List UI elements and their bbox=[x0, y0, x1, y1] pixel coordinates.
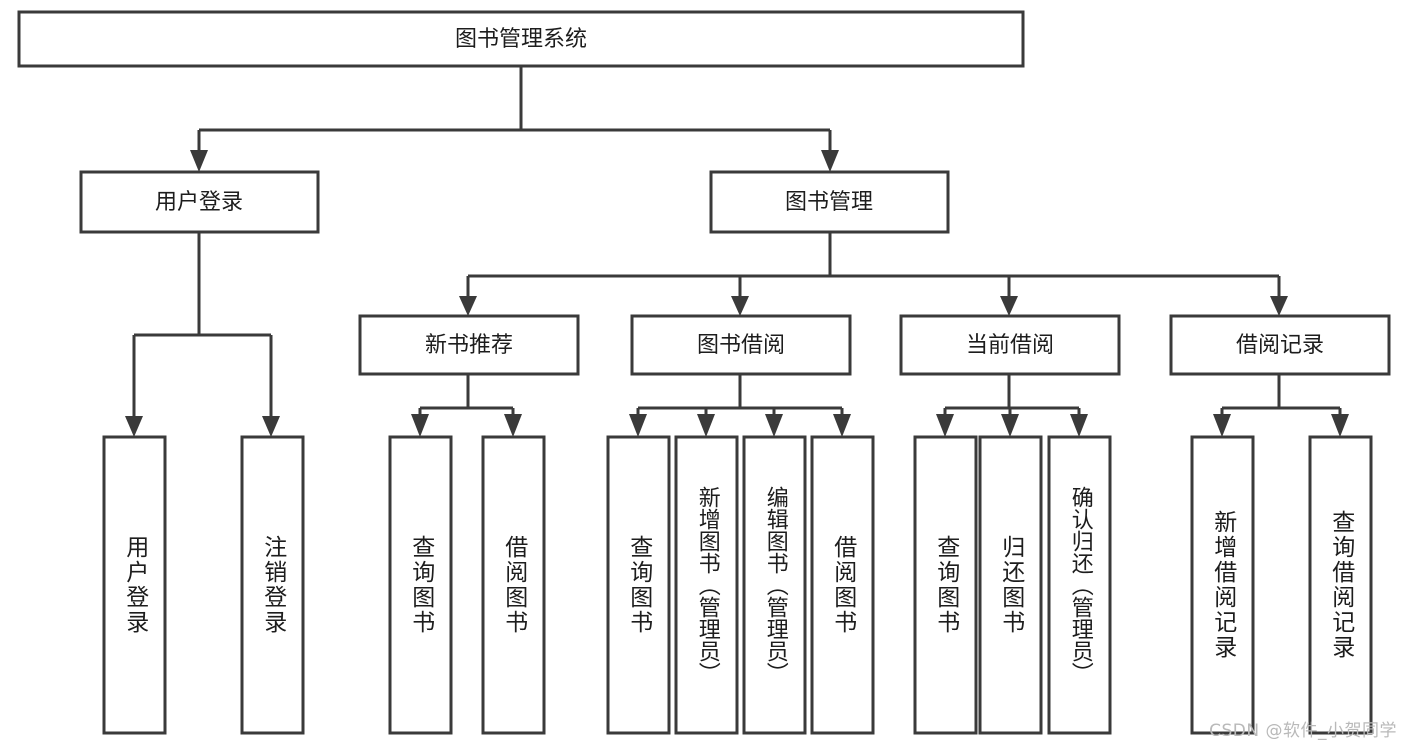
arrow-head-bb-leaf1 bbox=[629, 414, 647, 437]
leaf-new-book-query[interactable]: 查询图书 bbox=[388, 435, 453, 735]
arrow-head-borrow-record bbox=[1270, 296, 1288, 316]
arrow-head-bb-leaf3 bbox=[765, 414, 783, 437]
leaf-box-current-borrow-return bbox=[978, 435, 1043, 735]
node-box-new-book-recommend bbox=[358, 314, 580, 376]
leaf-box-book-borrow-add bbox=[674, 435, 739, 735]
arrow-head-cb-leaf3 bbox=[1070, 414, 1088, 437]
leaf-label-user-login-logout: 注销登录 bbox=[259, 535, 286, 635]
leaf-borrow-record-add[interactable]: 新增借阅记录 bbox=[1190, 435, 1255, 735]
leaf-user-login-login[interactable]: 用户登录 bbox=[102, 435, 167, 735]
leaf-label-new-book-borrow: 借阅图书 bbox=[500, 535, 527, 635]
node-root-book-management-system[interactable]: 图书管理系统 bbox=[17, 10, 1025, 68]
leaf-label-current-borrow-confirm: 确认归还（管理员） bbox=[1067, 486, 1093, 684]
leaf-text-wrap-6: 新增图书（管理员） bbox=[694, 486, 720, 684]
leaf-box-user-login-logout bbox=[240, 435, 305, 735]
leaf-book-borrow-add[interactable]: 新增图书（管理员） bbox=[674, 435, 739, 735]
leaf-book-borrow-query[interactable]: 查询图书 bbox=[606, 435, 671, 735]
leaf-label-book-borrow-add: 新增图书（管理员） bbox=[694, 486, 720, 684]
node-label-user-login: 用户登录 bbox=[155, 190, 243, 215]
leaf-borrow-record-query[interactable]: 查询借阅记录 bbox=[1308, 435, 1373, 735]
leaf-current-borrow-confirm[interactable]: 确认归还（管理员） bbox=[1047, 435, 1112, 735]
arrow-head-cb-leaf2 bbox=[1001, 414, 1019, 437]
node-book-management[interactable]: 图书管理 bbox=[709, 170, 950, 234]
leaf-text-wrap-10: 归还图书 bbox=[997, 535, 1024, 635]
leaf-book-borrow-borrow[interactable]: 借阅图书 bbox=[810, 435, 875, 735]
node-new-book-recommend[interactable]: 新书推荐 bbox=[358, 314, 580, 376]
leaf-box-borrow-record-add bbox=[1190, 435, 1255, 735]
arrow-head-bb-leaf4 bbox=[833, 414, 851, 437]
leaf-box-book-borrow-borrow bbox=[810, 435, 875, 735]
node-user-login[interactable]: 用户登录 bbox=[79, 170, 320, 234]
leaf-label-current-borrow-return: 归还图书 bbox=[997, 535, 1024, 635]
leaf-text-wrap-9: 查询图书 bbox=[932, 535, 959, 635]
arrow-head-nb-leaf2 bbox=[504, 414, 522, 437]
arrow-head-br-leaf1 bbox=[1213, 414, 1231, 437]
node-box-current-borrow bbox=[899, 314, 1121, 376]
node-label-root: 图书管理系统 bbox=[455, 27, 587, 52]
leaf-new-book-borrow[interactable]: 借阅图书 bbox=[481, 435, 546, 735]
arrow-head-bb-leaf2 bbox=[697, 414, 715, 437]
arrow-head-current-borrow bbox=[1000, 296, 1018, 316]
leaf-text-wrap-11: 确认归还（管理员） bbox=[1067, 486, 1093, 684]
leaf-text-wrap-3: 查询图书 bbox=[407, 535, 434, 635]
leaf-box-book-borrow-edit bbox=[742, 435, 807, 735]
arrow-head-leaf-logout bbox=[262, 416, 280, 437]
node-borrow-record[interactable]: 借阅记录 bbox=[1169, 314, 1391, 376]
arrow-head-leaf-user-login bbox=[125, 416, 143, 437]
watermark: CSDN @软件_小贺同学 bbox=[1209, 721, 1397, 741]
arrow-head-book-manage bbox=[821, 150, 839, 172]
node-box-root bbox=[17, 10, 1025, 68]
leaf-label-borrow-record-query: 查询借阅记录 bbox=[1327, 510, 1354, 660]
leaf-box-borrow-record-query bbox=[1308, 435, 1373, 735]
leaf-label-current-borrow-query: 查询图书 bbox=[932, 535, 959, 635]
leaf-label-book-borrow-query: 查询图书 bbox=[625, 535, 652, 635]
node-current-borrow[interactable]: 当前借阅 bbox=[899, 314, 1121, 376]
leaf-label-book-borrow-borrow: 借阅图书 bbox=[829, 535, 856, 635]
arrow-head-user-login bbox=[190, 150, 208, 172]
node-label-borrow-record: 借阅记录 bbox=[1236, 333, 1324, 358]
leaf-label-user-login-login: 用户登录 bbox=[121, 535, 148, 635]
leaf-box-current-borrow-query bbox=[913, 435, 978, 735]
leaf-text-wrap-12: 新增借阅记录 bbox=[1209, 510, 1236, 660]
leaf-text-wrap-13: 查询借阅记录 bbox=[1327, 510, 1354, 660]
arrow-head-br-leaf2 bbox=[1331, 414, 1349, 437]
leaf-text-wrap-7: 编辑图书（管理员） bbox=[762, 486, 788, 684]
node-box-borrow-record bbox=[1169, 314, 1391, 376]
node-box-book-borrow bbox=[630, 314, 852, 376]
leaf-text-wrap-1: 用户登录 bbox=[121, 535, 148, 635]
node-label-book-management: 图书管理 bbox=[785, 190, 873, 215]
leaf-user-login-logout[interactable]: 注销登录 bbox=[240, 435, 305, 735]
arrow-head-new-book bbox=[459, 296, 477, 316]
node-label-current-borrow: 当前借阅 bbox=[966, 333, 1054, 358]
arrow-head-book-borrow bbox=[731, 296, 749, 316]
leaf-current-borrow-return[interactable]: 归还图书 bbox=[978, 435, 1043, 735]
leaf-box-book-borrow-query bbox=[606, 435, 671, 735]
leaf-text-wrap-8: 借阅图书 bbox=[829, 535, 856, 635]
node-book-borrow[interactable]: 图书借阅 bbox=[630, 314, 852, 376]
leaf-box-user-login-login bbox=[102, 435, 167, 735]
leaf-label-new-book-query: 查询图书 bbox=[407, 535, 434, 635]
node-label-new-book-recommend: 新书推荐 bbox=[425, 333, 513, 358]
arrow-head-nb-leaf1 bbox=[411, 414, 429, 437]
node-label-book-borrow: 图书借阅 bbox=[697, 333, 785, 358]
leaf-box-new-book-borrow bbox=[481, 435, 546, 735]
connector-layer bbox=[125, 66, 1349, 437]
leaf-text-wrap-5: 查询图书 bbox=[625, 535, 652, 635]
leaf-box-new-book-query bbox=[388, 435, 453, 735]
arrow-head-cb-leaf1 bbox=[936, 414, 954, 437]
leaf-label-book-borrow-edit: 编辑图书（管理员） bbox=[762, 486, 788, 684]
node-box-user-login bbox=[79, 170, 320, 234]
node-box-book-management bbox=[709, 170, 950, 234]
leaf-current-borrow-query[interactable]: 查询图书 bbox=[913, 435, 978, 735]
leaf-book-borrow-edit[interactable]: 编辑图书（管理员） bbox=[742, 435, 807, 735]
leaf-label-borrow-record-add: 新增借阅记录 bbox=[1209, 510, 1236, 660]
leaf-text-wrap-2: 注销登录 bbox=[259, 535, 286, 635]
leaf-box-current-borrow-confirm bbox=[1047, 435, 1112, 735]
leaf-text-wrap-4: 借阅图书 bbox=[500, 535, 527, 635]
